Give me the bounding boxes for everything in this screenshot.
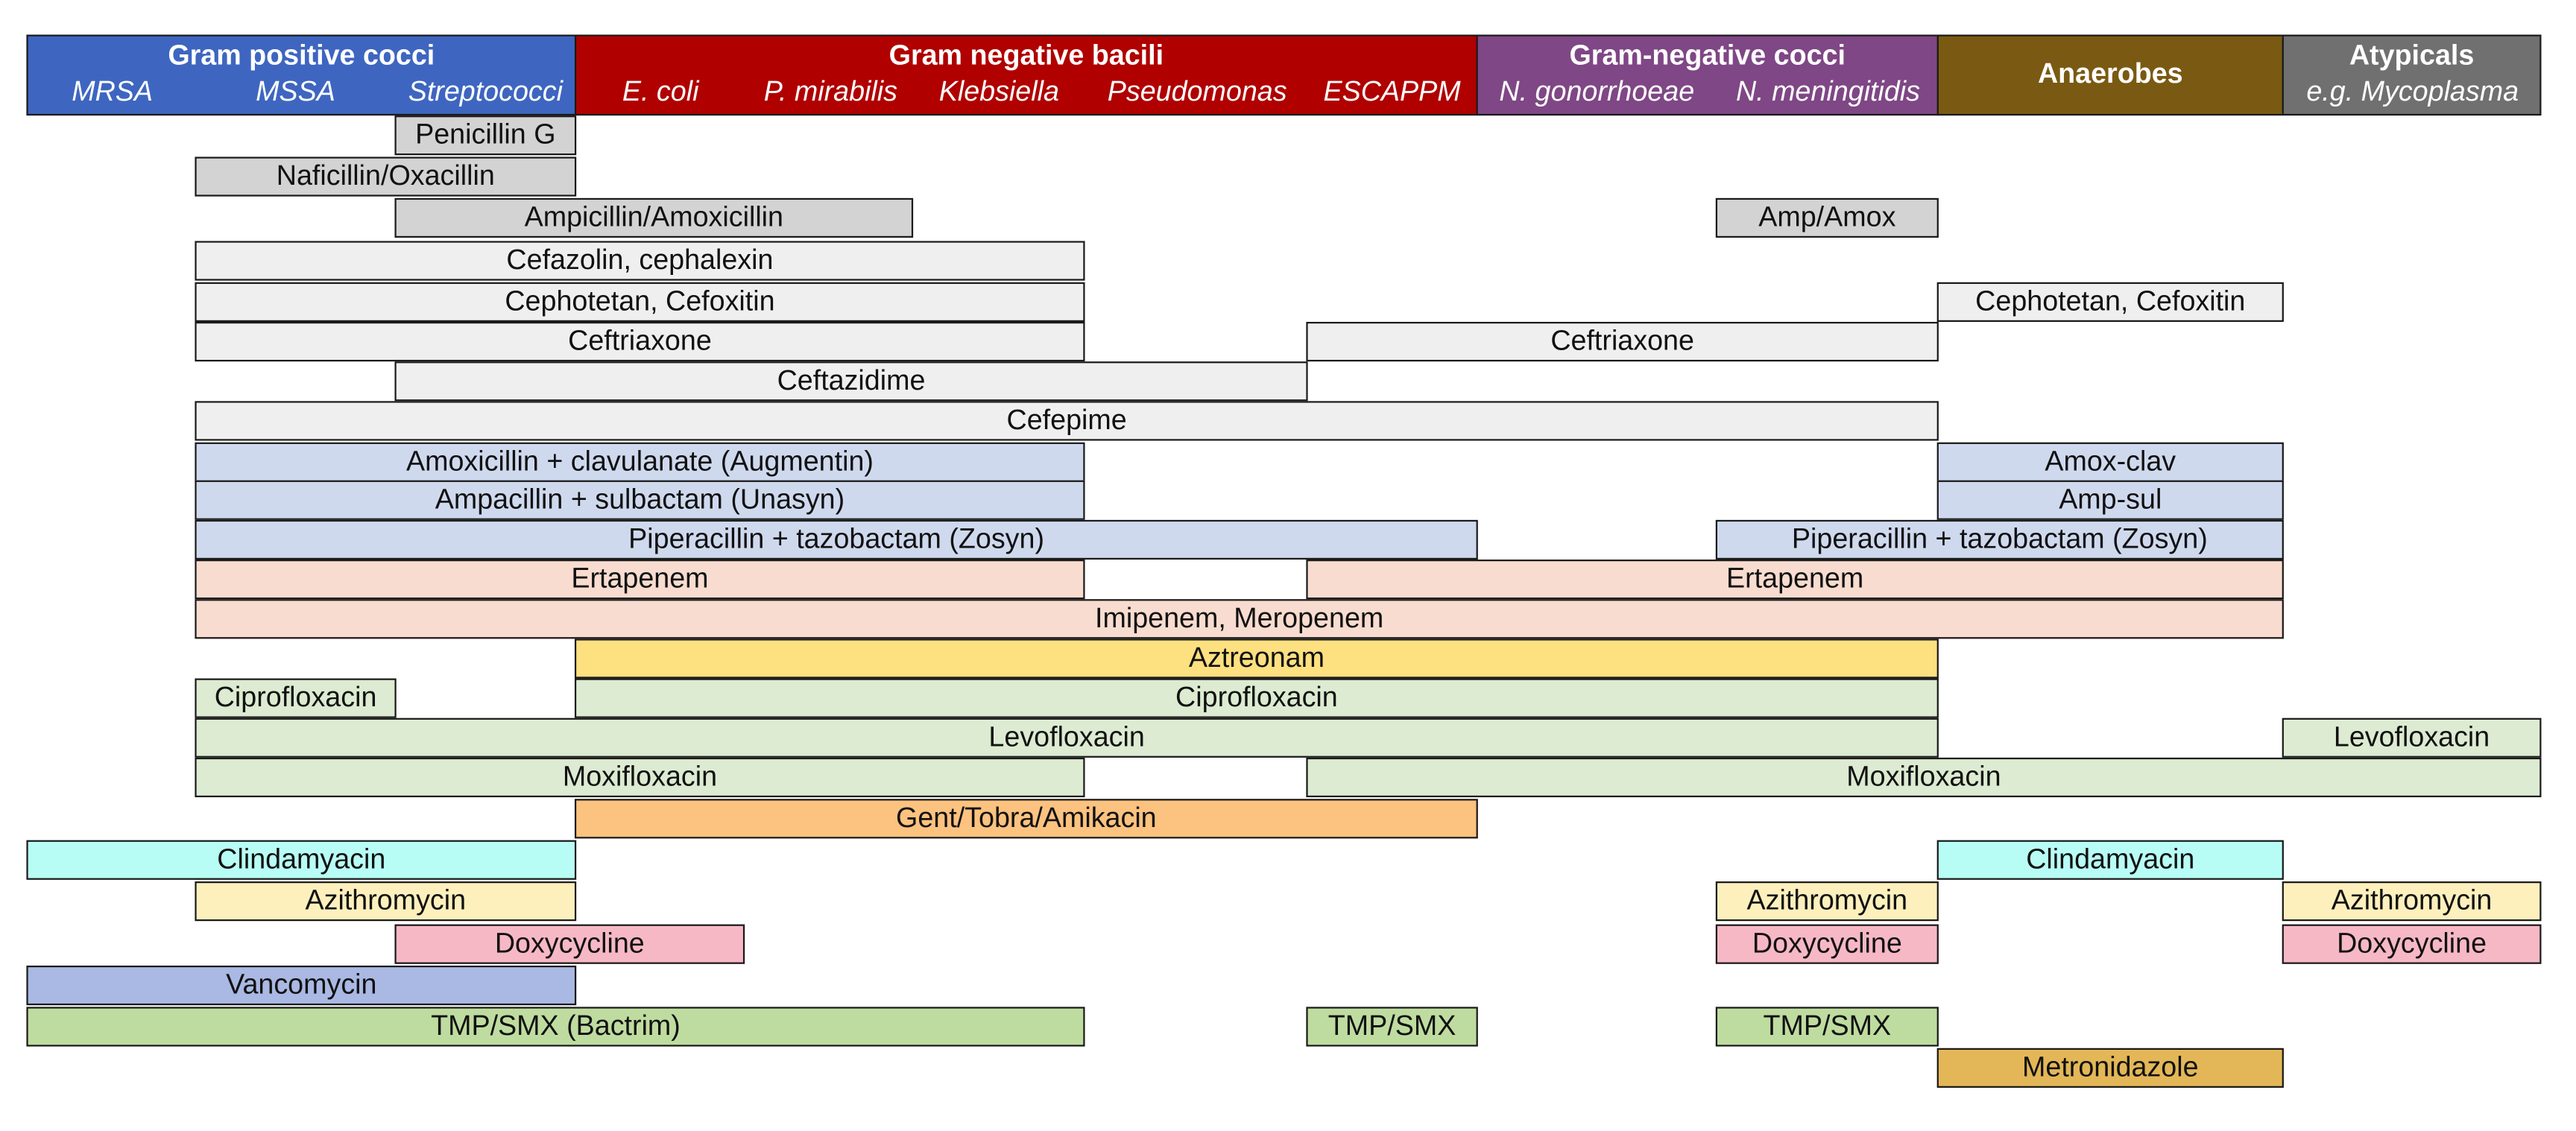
drug-bar-aztreonam: Aztreonam <box>574 639 1939 679</box>
drug-bar-ciprofloxacin: Ciprofloxacin <box>574 678 1939 718</box>
drug-bar-ceftazidime: Ceftazidime <box>394 361 1308 402</box>
organism-label: N. gonorrhoeae <box>1499 75 1695 108</box>
drug-bar-ertapenem-right: Ertapenem <box>1306 560 2284 600</box>
drug-bar-amp-amox: Amp/Amox <box>1715 197 1939 238</box>
header-gram-positive-cocci: Gram positive cocci MRSA MSSA Streptococ… <box>26 34 577 116</box>
drug-bar-doxycycline-atypicals: Doxycycline <box>2282 924 2542 964</box>
drug-bar-amp-sul: Amp-sul <box>1936 480 2284 520</box>
header-gram-negative-cocci: Gram-negative cocci N. gonorrhoeae N. me… <box>1476 34 1939 116</box>
drug-bar-nafcillin-oxacillin: Naficillin/Oxacillin <box>195 156 577 197</box>
drug-bar-cephotetan-cefoxitin: Cephotetan, Cefoxitin <box>195 282 1085 323</box>
header-title: Atypicals <box>2349 39 2475 72</box>
drug-bar-vancomycin: Vancomycin <box>26 966 577 1006</box>
drug-bar-cefepime: Cefepime <box>195 401 1939 441</box>
organism-label: Klebsiella <box>938 75 1059 108</box>
drug-bar-tmp-smx-bactrim: TMP/SMX (Bactrim) <box>26 1007 1085 1047</box>
drug-bar-metronidazole: Metronidazole <box>1936 1048 2284 1088</box>
header-gram-negative-bacilli: Gram negative bacili E. coli P. mirabili… <box>574 34 1478 116</box>
header-anaerobes: Anaerobes <box>1936 34 2284 116</box>
drug-bar-amox-clav: Amox-clav <box>1936 442 2284 482</box>
organism-label: MSSA <box>256 75 335 108</box>
drug-bar-cephotetan-cefoxitin-anaerobes: Cephotetan, Cefoxitin <box>1936 282 2284 323</box>
organism-label: Streptococci <box>408 75 563 108</box>
drug-bar-azithromycin-atypicals: Azithromycin <box>2282 881 2542 922</box>
drug-bar-ampicillin-sulbactam: Ampacillin + sulbactam (Unasyn) <box>195 480 1085 520</box>
organism-label: e.g. Mycoplasma <box>2306 75 2519 108</box>
drug-bar-tmp-smx-gn-cocci: TMP/SMX <box>1715 1007 1939 1047</box>
drug-bar-levofloxacin: Levofloxacin <box>195 717 1939 758</box>
drug-bar-tmp-smx-middle: TMP/SMX <box>1306 1007 1478 1047</box>
drug-bar-azithromycin-gn-cocci: Azithromycin <box>1715 881 1939 922</box>
drug-bar-penicillin-g: Penicillin G <box>394 115 577 156</box>
drug-bar-clindamycin-anaerobes: Clindamyacin <box>1936 840 2284 880</box>
organism-label: N. meningitidis <box>1735 75 1920 108</box>
drug-bar-doxycycline: Doxycycline <box>394 924 745 964</box>
drug-bar-azithromycin: Azithromycin <box>195 881 577 922</box>
drug-bar-levofloxacin-atypicals: Levofloxacin <box>2282 717 2542 758</box>
organism-label: P. mirabilis <box>763 75 898 108</box>
drug-bar-piperacillin-tazobactam: Piperacillin + tazobactam (Zosyn) <box>195 519 1478 560</box>
header-title: Gram negative bacili <box>888 39 1164 72</box>
header-title: Gram positive cocci <box>168 39 435 72</box>
drug-bar-moxifloxacin: Moxifloxacin <box>195 757 1085 798</box>
drug-bar-doxycycline-gn-cocci: Doxycycline <box>1715 924 1939 964</box>
organism-label: E. coli <box>622 75 699 108</box>
drug-bar-amoxicillin-clavulanate: Amoxicillin + clavulanate (Augmentin) <box>195 442 1085 482</box>
drug-bar-ampicillin-amoxicillin: Ampicillin/Amoxicillin <box>394 197 914 238</box>
organism-label: MRSA <box>72 75 154 108</box>
organism-label: Pseudomonas <box>1107 75 1287 108</box>
drug-bar-ciprofloxacin-left: Ciprofloxacin <box>195 678 397 718</box>
header-title: Gram-negative cocci <box>1569 39 1846 72</box>
drug-bar-clindamycin: Clindamyacin <box>26 840 577 880</box>
drug-bar-piperacillin-tazobactam-right: Piperacillin + tazobactam (Zosyn) <box>1715 519 2284 560</box>
drug-bar-ceftriaxone-gram-negative: Ceftriaxone <box>1306 322 1939 362</box>
drug-bar-ceftriaxone: Ceftriaxone <box>195 322 1085 362</box>
header-atypicals: Atypicals e.g. Mycoplasma <box>2282 34 2542 116</box>
drug-bar-cefazolin-cephalexin: Cefazolin, cephalexin <box>195 241 1085 281</box>
drug-bar-moxifloxacin-right: Moxifloxacin <box>1306 757 2542 798</box>
header-title: Anaerobes <box>2037 57 2183 89</box>
drug-bar-ertapenem: Ertapenem <box>195 560 1085 600</box>
organism-label: ESCAPPM <box>1323 75 1461 108</box>
drug-bar-imipenem-meropenem: Imipenem, Meropenem <box>195 599 2284 639</box>
drug-bar-gent-tobra-amikacin: Gent/Tobra/Amikacin <box>574 799 1478 839</box>
